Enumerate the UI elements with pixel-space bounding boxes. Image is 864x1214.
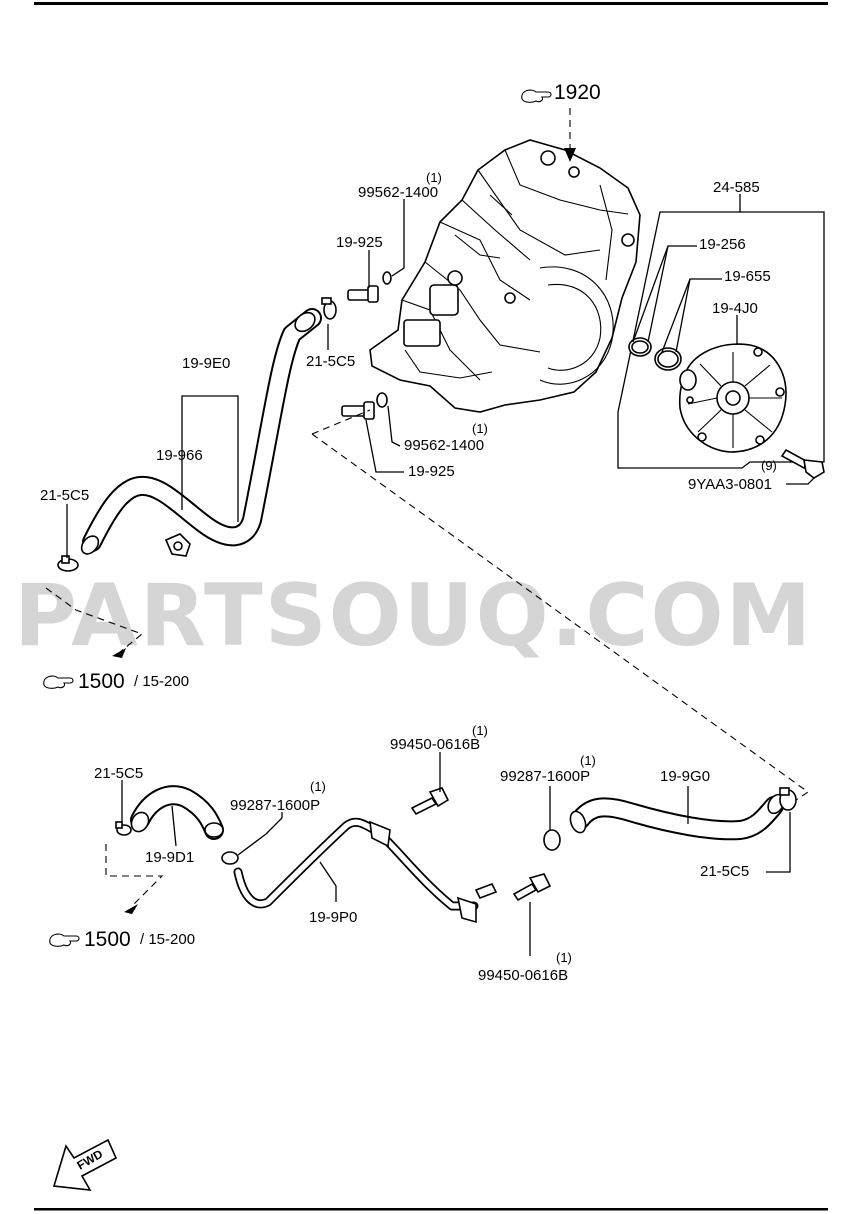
pointing-hand-icon — [521, 89, 552, 103]
label-19-966: 19-966 — [156, 447, 203, 464]
ref-1500-a-arrowhead — [112, 648, 126, 658]
label-21-5c5-left: 21-5C5 — [40, 487, 89, 504]
pointing-hand-icon — [43, 675, 74, 689]
qty-99287-right: (1) — [580, 753, 596, 768]
svg-text:/ 15-200: / 15-200 — [134, 673, 189, 690]
fwd-arrow-icon: FWD — [52, 1138, 118, 1191]
pipe-clamp-99287-left — [221, 851, 239, 865]
qty-99450-bot: (1) — [556, 950, 572, 965]
label-19-925-top: 19-925 — [336, 234, 383, 251]
hose-19-9e0 — [80, 308, 322, 555]
ref-1920-arrowhead — [564, 148, 576, 162]
pipe-clamp-99287-right — [543, 829, 561, 851]
ref-1500-a-leader — [45, 587, 144, 653]
lower-left-clamp-21-5c5 — [115, 821, 132, 836]
ref-1500-b[interactable]: 1500 / 15-200 — [49, 928, 195, 951]
label-19-9d1: 19-9D1 — [145, 849, 194, 866]
label-99450-top: 99450-0616B — [390, 736, 480, 753]
bolt-99450-bottom — [512, 873, 552, 902]
ref-1920[interactable]: 1920 — [521, 81, 601, 104]
upper-union-bolt-19-925 — [347, 285, 379, 303]
label-21-5c5-top: 21-5C5 — [306, 353, 355, 370]
upper-washer-99562 — [382, 271, 392, 285]
svg-text:/ 15-200: / 15-200 — [140, 931, 195, 948]
label-24-585: 24-585 — [713, 179, 760, 196]
label-21-5c5-right: 21-5C5 — [700, 863, 749, 880]
lower-washer-99562 — [376, 392, 388, 408]
oring-19-256 — [628, 337, 652, 357]
qty-99562-bot: (1) — [472, 421, 488, 436]
top-border — [34, 2, 828, 5]
bottom-border — [34, 1208, 828, 1211]
qty-99562-top: (1) — [426, 170, 442, 185]
label-9yaa3-0801: 9YAA3-0801 — [688, 476, 772, 493]
transmission-case — [369, 139, 641, 413]
watermark: PARTSOUQ.COM — [14, 566, 813, 666]
bolt-9yaa3-0801 — [780, 448, 825, 479]
pipe-19-9p0 — [233, 817, 498, 924]
group-24-585-bracket — [617, 194, 825, 469]
qty-99287-left: (1) — [310, 779, 326, 794]
pump-cover-19-4j0 — [678, 343, 787, 453]
hose-19-9g0 — [569, 793, 785, 841]
svg-text:1920: 1920 — [554, 81, 601, 104]
hose-19-9d1 — [130, 785, 224, 840]
clip-19-966 — [164, 533, 191, 557]
ref-1500-b-leader — [105, 844, 164, 907]
svg-text:1500: 1500 — [78, 670, 125, 693]
label-19-9p0: 19-9P0 — [309, 909, 357, 926]
qty-99450-top: (1) — [472, 723, 488, 738]
ref-1500-b-arrowhead — [124, 904, 138, 914]
svg-text:1500: 1500 — [84, 928, 131, 951]
label-99287-left: 99287-1600P — [230, 797, 320, 814]
label-19-256: 19-256 — [699, 236, 746, 253]
oring-19-655 — [654, 347, 682, 371]
pointing-hand-icon — [49, 933, 80, 947]
bolt-99450-top — [410, 787, 450, 816]
label-19-925-bot: 19-925 — [408, 463, 455, 480]
upper-clamp-21-5c5 — [321, 297, 337, 320]
label-19-4j0: 19-4J0 — [712, 300, 758, 317]
qty-9yaa3: (9) — [761, 458, 777, 473]
label-21-5c5-lower-left: 21-5C5 — [94, 765, 143, 782]
label-19-9e0: 19-9E0 — [182, 355, 230, 372]
label-99450-bot: 99450-0616B — [478, 967, 568, 984]
label-19-655: 19-655 — [724, 268, 771, 285]
label-99562-top: 99562-1400 — [358, 184, 438, 201]
ref-1500-a[interactable]: 1500 / 15-200 — [43, 670, 189, 693]
label-19-9g0: 19-9G0 — [660, 768, 710, 785]
left-clamp-21-5c5 — [57, 555, 79, 572]
label-99287-right: 99287-1600P — [500, 768, 590, 785]
right-clamp-21-5c5 — [779, 787, 797, 811]
label-99562-bot: 99562-1400 — [404, 437, 484, 454]
lower-union-bolt-19-925 — [341, 401, 375, 420]
